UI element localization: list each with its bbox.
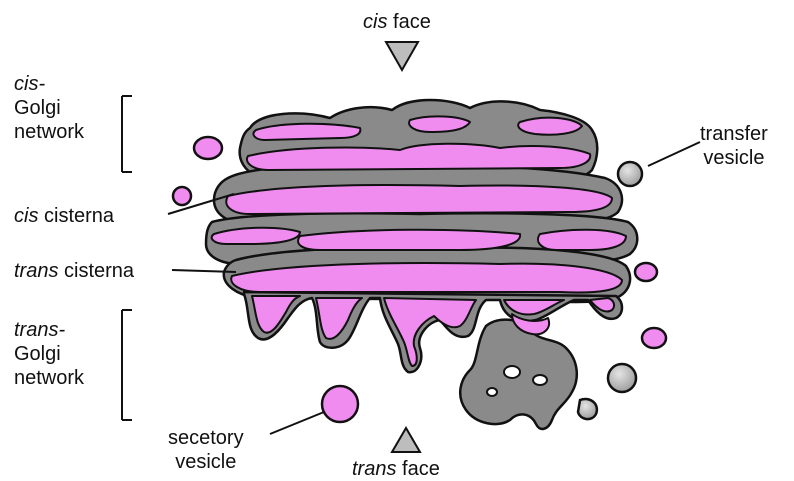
cis-cisterna-lumen <box>226 185 612 214</box>
transfer-vesicle-leader <box>648 142 700 166</box>
vesicle-grey-bottom-right <box>608 364 636 392</box>
vesicle-left-top <box>194 137 222 159</box>
cis-face-label: cis face <box>363 10 431 34</box>
trans-cisterna-lumen <box>231 263 622 292</box>
cis-lumen-1 <box>253 124 360 140</box>
cis-face-arrow-icon <box>386 42 418 70</box>
transfer-vesicle-label: transfer vesicle <box>700 122 768 170</box>
vesicle-right-small <box>635 263 657 281</box>
cis-cisterna-label: cis cisterna <box>14 204 114 228</box>
trans-face-arrow-icon <box>392 428 420 452</box>
cis-golgi-bracket <box>122 96 132 172</box>
trans-face-label: trans face <box>352 457 440 481</box>
middle-lumen-right <box>538 230 626 250</box>
vesicle-grey-bottom <box>578 399 597 419</box>
middle-lumen-center <box>298 230 520 250</box>
trans-finger-1 <box>252 296 300 333</box>
transfer-vesicle <box>618 162 642 186</box>
vesicle-left-small <box>173 187 191 205</box>
trans-golgi-bracket <box>122 310 132 420</box>
golgi-lumens <box>212 116 626 366</box>
secretory-vesicle <box>322 386 358 422</box>
trans-golgi-network-label: trans- Golgi network <box>14 318 84 390</box>
secretory-vesicle-leader <box>270 412 324 434</box>
cis-lumen-3 <box>518 118 582 135</box>
cis-golgi-network-label: cis- Golgi network <box>14 72 84 144</box>
secretory-vesicle-label: secetory vesicle <box>168 426 244 474</box>
vesicle-right-lower <box>642 328 666 348</box>
trans-cisterna-label: trans cisterna <box>14 259 134 283</box>
